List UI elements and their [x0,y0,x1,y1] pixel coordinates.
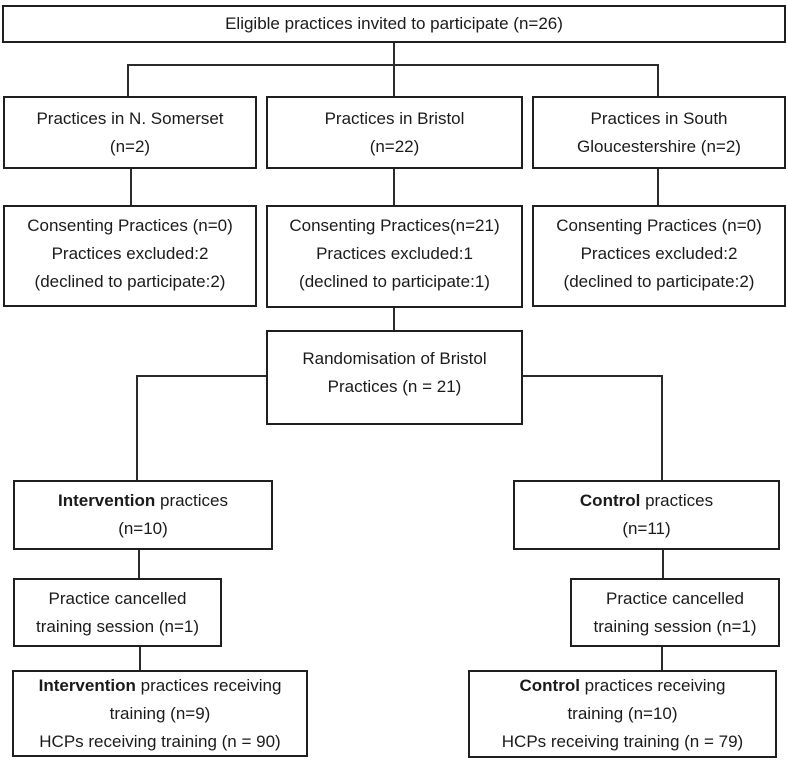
box-text: HCPs receiving training (n = 90) [39,731,281,751]
box-consenting-n-somerset: Consenting Practices (n=0) Practices exc… [3,205,257,307]
box-intervention-cancelled-training: Practice cancelled training session (n=1… [13,578,222,647]
box-consenting-bristol: Consenting Practices(n=21) Practices exc… [266,205,523,308]
box-practices-bristol: Practices in Bristol (n=22) [266,96,523,169]
box-text: Practices in Bristol [324,108,465,128]
box-practices-n-somerset: Practices in N. Somerset (n=2) [3,96,257,169]
connector-bristol-consent [393,169,395,205]
connector-intervention-cancelled [138,550,140,578]
connector-top-center-vertical [393,43,395,96]
box-text: Practices excluded:2 [580,244,738,263]
box-control-receiving-training: Control practices receiving training (n=… [468,670,777,758]
box-control-practices: Control practices (n=11) [513,480,780,550]
box-text: Practice cancelled [48,588,187,608]
box-text: Practice cancelled [606,588,744,608]
connector-somerset-consent [130,169,132,205]
box-text: (declined to participate:2) [563,272,755,291]
box-text-bold: Control [519,676,580,695]
box-text-rest: practices [155,491,229,510]
connector-top-right-drop [657,64,659,96]
box-text-bold: Intervention [57,491,156,510]
connector-control-cancelled [662,550,664,578]
box-text: Randomisation of Bristol [302,349,487,368]
box-text-rest: practices [640,491,714,510]
box-text: Practices excluded:1 [316,244,473,263]
box-text: Consenting Practices (n=0) [27,216,233,235]
connector-randomisation-right-horizontal [523,375,663,377]
box-text: training (n=10) [567,704,678,723]
box-text-bold: Control [579,491,641,510]
box-text: (n=22) [369,136,420,156]
box-text-rest: practices receiving [579,676,726,695]
box-text: Consenting Practices (n=0) [556,216,762,235]
box-text: HCPs receiving training (n = 79) [501,732,744,751]
box-text: Eligible practices invited to participat… [225,14,563,33]
box-text-bold: Intervention [38,675,136,695]
connector-intervention-training [139,647,141,670]
box-text: training session (n=1) [35,616,199,636]
connector-randomisation-left-vertical [136,375,138,480]
box-text: Practices in N. Somerset [36,108,224,128]
connector-randomisation-left-horizontal [136,375,266,377]
box-text: Practices in South [590,108,728,128]
box-text: (declined to participate:2) [34,272,226,291]
box-text: Intervention practices receiving [39,672,282,700]
box-text: (n=2) [109,136,151,156]
box-text: Intervention practices [58,487,228,515]
connector-top-horizontal [127,64,659,66]
box-intervention-practices: Intervention practices (n=10) [13,480,273,550]
box-text: Gloucestershire (n=2) [577,136,741,156]
box-text: Practices excluded:2 [51,244,209,263]
box-text: training session (n=1) [593,616,757,636]
box-text-rest: practices receiving [135,675,282,695]
box-text: Practices (n = 21) [327,377,462,396]
box-text: training (n=9) [109,703,211,723]
box-practices-south-gloucestershire: Practices in South Gloucestershire (n=2) [532,96,786,169]
connector-bristol-randomisation [393,308,395,330]
box-intervention-receiving-training: Intervention practices receiving trainin… [12,670,308,757]
box-consenting-south-gloucestershire: Consenting Practices (n=0) Practices exc… [532,205,786,307]
box-text: Consenting Practices(n=21) [289,216,500,235]
connector-gloucs-consent [657,169,659,205]
connector-control-training [661,647,663,670]
box-control-cancelled-training: Practice cancelled training session (n=1… [570,578,780,647]
box-text: Control practices receiving [520,672,726,700]
connector-top-left-drop [127,64,129,96]
box-text: (declined to participate:1) [299,272,490,291]
connector-randomisation-right-vertical [661,375,663,480]
box-text: (n=11) [622,519,671,538]
box-text: Control practices [580,487,713,515]
box-randomisation: Randomisation of Bristol Practices (n = … [266,330,523,425]
box-text: (n=10) [118,519,168,538]
box-eligible-practices: Eligible practices invited to participat… [2,5,786,43]
